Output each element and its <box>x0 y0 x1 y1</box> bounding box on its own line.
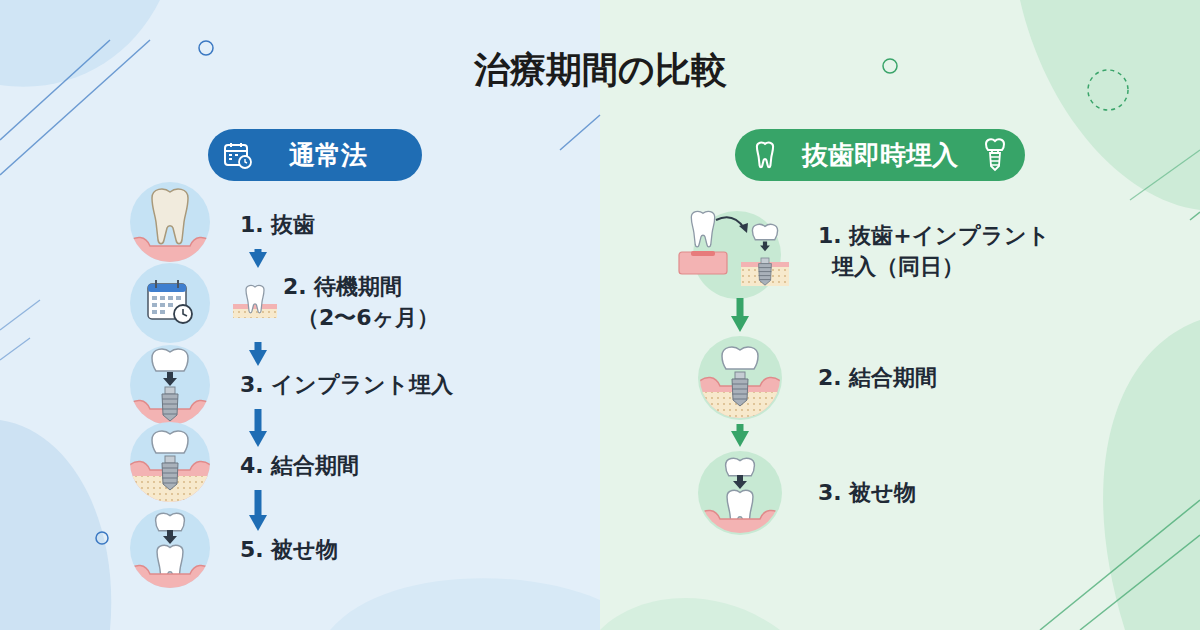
bone <box>233 304 277 318</box>
step-box: 2. 結合期間 <box>698 336 1018 420</box>
icon-circle <box>130 263 210 343</box>
calendar-bar <box>148 284 186 292</box>
calendar-icon <box>130 263 210 343</box>
left-panel <box>0 0 600 630</box>
step-label: 3. インプラント埋入 <box>240 370 500 401</box>
gum <box>696 510 784 559</box>
down-arrow <box>163 372 177 386</box>
flow-arrow <box>255 342 262 356</box>
deco-ring <box>883 59 897 73</box>
step-box: 2. 待機期間 （2〜6ヶ月） <box>283 272 455 338</box>
diagram-title: 治療期間の比較 <box>0 48 1200 91</box>
right-panel <box>600 0 1200 630</box>
gum <box>679 252 727 274</box>
step-label: 5. 被せ物 <box>240 535 440 566</box>
integration-icon <box>696 336 784 432</box>
step-label: 4. 結合期間 <box>240 451 440 482</box>
implant <box>162 387 178 421</box>
tooth <box>691 211 714 247</box>
clock <box>174 305 192 323</box>
gum <box>126 565 214 614</box>
blob <box>1103 320 1200 630</box>
deco-line <box>0 300 40 360</box>
flow-arrow <box>737 424 744 437</box>
header-label: 通常法 <box>289 138 367 173</box>
step-label: 2. 結合期間 <box>818 363 937 394</box>
crown-icon <box>126 508 214 614</box>
step-box: 1. 抜歯+インプラント 埋入（同日） <box>690 210 1110 294</box>
crown <box>152 431 188 453</box>
step-box: 3. 被せ物 <box>698 451 1018 535</box>
deco-line <box>1040 212 1200 630</box>
implant <box>162 456 178 490</box>
down-arrow <box>163 530 177 544</box>
step-box: 1. 抜歯 <box>240 210 440 245</box>
method-header: 抜歯即時埋入 <box>735 129 1025 181</box>
integration-icon <box>126 422 214 516</box>
blob <box>0 420 111 630</box>
method-header: 通常法 <box>208 129 422 181</box>
blob <box>600 598 780 630</box>
calendar-ring <box>156 280 178 288</box>
crown <box>722 347 758 369</box>
step-label: 3. 被せ物 <box>818 478 916 509</box>
crown <box>752 224 777 239</box>
deco-ring <box>1088 70 1128 110</box>
tooth <box>246 286 264 313</box>
step-label: 2. 待機期間 （2〜6ヶ月） <box>283 272 455 334</box>
step-label: 1. 抜歯 <box>240 210 440 241</box>
blob <box>330 578 600 630</box>
clock-hands <box>183 309 187 316</box>
implant <box>759 258 772 285</box>
crown <box>726 458 755 476</box>
flow-arrow <box>255 409 262 437</box>
flow-arrow <box>737 298 744 322</box>
header-label: 抜歯即時埋入 <box>802 138 958 173</box>
implant-symbol <box>986 139 1004 170</box>
step-label: 1. 抜歯+インプラント 埋入（同日） <box>818 221 1082 283</box>
flow-arrow <box>255 490 262 521</box>
inflamed-gum <box>691 251 715 256</box>
down-arrow <box>760 241 770 251</box>
deco-ring <box>96 532 108 544</box>
immediate-placement-icon <box>679 211 789 299</box>
deco-line <box>1130 150 1200 200</box>
blob <box>1020 0 1200 210</box>
calendar-symbol <box>225 143 251 168</box>
step-box: 3. インプラント埋入 <box>240 370 500 405</box>
arrow-head <box>739 223 748 233</box>
step-box: 4. 結合期間 <box>240 451 440 486</box>
step-box: 5. 被せ物 <box>240 535 440 570</box>
implant <box>732 372 748 406</box>
crown <box>152 349 188 371</box>
healing-tooth-icon <box>233 286 277 318</box>
tooth-symbol <box>757 143 773 168</box>
tooth <box>152 189 188 244</box>
crown <box>156 513 185 531</box>
blob <box>0 0 160 87</box>
deco-ring <box>199 41 213 55</box>
down-arrow <box>733 475 747 489</box>
crown-icon <box>696 451 784 559</box>
flow-arrow <box>255 249 262 258</box>
gum <box>233 304 277 309</box>
